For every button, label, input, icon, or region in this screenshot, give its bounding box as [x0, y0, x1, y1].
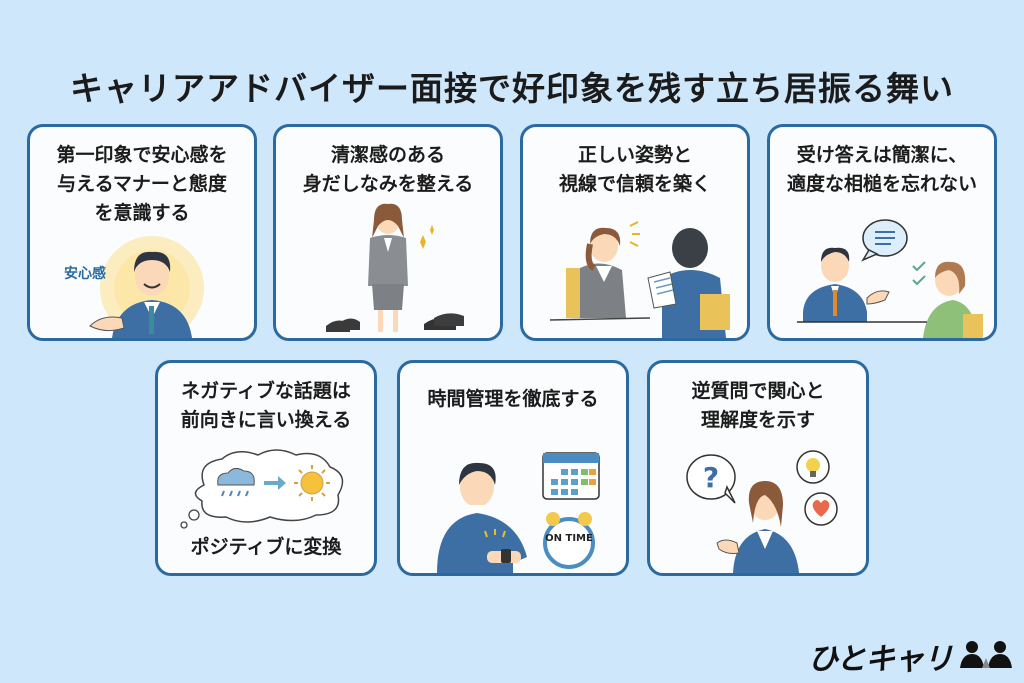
thought-cloud-illustration [158, 445, 374, 529]
card-title: 正しい姿勢と 視線で信頼を築く [558, 144, 711, 195]
card-title: 時間管理を徹底する [427, 388, 599, 410]
conversation-illustration [770, 208, 994, 338]
card-time-management: 時間管理を徹底する ON TIME [397, 360, 629, 576]
logo-text: ひとキャリ [808, 642, 953, 677]
caption-positive-convert: ポジティブに変換 [190, 536, 342, 558]
people-icon [958, 640, 1016, 672]
question-mark-icon: ? [703, 461, 719, 494]
interview-illustration [523, 208, 747, 338]
brand-logo: ひとキャリ [808, 636, 1016, 677]
smiling-man-illustration: 安心感 [30, 228, 254, 338]
card-posture: 正しい姿勢と 視線で信頼を築く [520, 124, 750, 341]
reverse-question-illustration: ? [650, 443, 866, 573]
card-title: 逆質問で関心と 理解度を示す [691, 380, 825, 431]
time-management-illustration: ON TIME [400, 433, 626, 573]
card-responses: 受け答えは簡潔に、 適度な相槌を忘れない [767, 124, 997, 341]
clock-label-on: ON TIME [545, 533, 593, 544]
woman-suit-illustration [276, 198, 500, 338]
card-positive-rephrase: ネガティブな話題は 前向きに言い換える ポジティブに変換 [155, 360, 377, 576]
page-title: キャリアアドバイザー面接で好印象を残す立ち居振る舞い [70, 69, 954, 108]
card-first-impression: 第一印象で安心感を 与えるマナーと態度 を意識する 安心感 [27, 124, 257, 341]
card-title: 第一印象で安心感を 与えるマナーと態度 を意識する [56, 144, 228, 224]
card-title: 受け答えは簡潔に、 適度な相槌を忘れない [786, 144, 977, 195]
badge-anshinkan: 安心感 [64, 265, 106, 282]
card-reverse-question: 逆質問で関心と 理解度を示す ? [647, 360, 869, 576]
card-title: ネガティブな話題は 前向きに言い換える [180, 380, 352, 431]
card-grooming: 清潔感のある 身だしなみを整える [273, 124, 503, 341]
card-title: 清潔感のある 身だしなみを整える [302, 144, 474, 195]
